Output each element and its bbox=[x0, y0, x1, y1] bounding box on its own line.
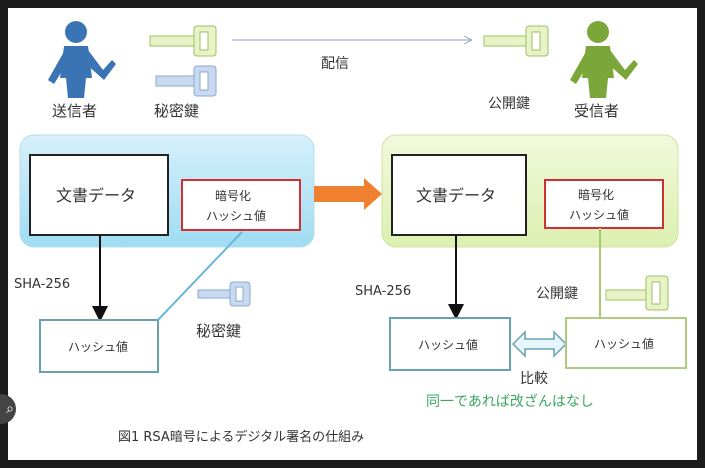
sender-hash-label: ハッシュ値 bbox=[68, 339, 128, 354]
receiver-computed-hash-box bbox=[389, 317, 511, 371]
diagram-canvas: 送信者 秘密鍵 配信 公開鍵 受信者 文書データ 暗号化 ハッシュ値 文書データ bbox=[8, 8, 697, 460]
receiver-decrypted-hash-label: ハッシュ値 bbox=[594, 336, 654, 351]
rsa-signature-diagram: 送信者 秘密鍵 配信 公開鍵 受信者 文書データ 暗号化 ハッシュ値 文書データ bbox=[14, 21, 687, 445]
receiver-public-key-icon bbox=[605, 275, 669, 311]
lens-search-button[interactable]: ⌕ bbox=[0, 394, 16, 424]
sender-private-key-icon bbox=[197, 281, 251, 307]
sender-person-icon bbox=[48, 21, 116, 98]
public-key-icon bbox=[149, 25, 217, 57]
encrypt-arrow bbox=[157, 231, 243, 321]
sender-encrypted-hash-box bbox=[181, 179, 301, 231]
receiver-decrypted-hash-box bbox=[565, 317, 687, 369]
distribution-label: 配信 bbox=[321, 56, 349, 72]
private-key-icon bbox=[155, 65, 217, 97]
received-public-key-icon bbox=[483, 25, 549, 57]
receiver-computed-hash-label: ハッシュ値 bbox=[418, 337, 478, 352]
sender-sha-label: SHA-256 bbox=[14, 277, 70, 292]
receiver-encrypted-line2: ハッシュ値 bbox=[569, 207, 629, 222]
public-key-label: 公開鍵 bbox=[488, 96, 530, 112]
sender-hash-box bbox=[39, 319, 159, 373]
figure-caption: 図1 RSA暗号によるデジタル署名の仕組み bbox=[118, 429, 364, 445]
receiver-document-label: 文書データ bbox=[416, 186, 496, 205]
compare-double-arrow bbox=[511, 330, 568, 358]
receiver-document-box bbox=[391, 154, 527, 236]
receiver-person-icon bbox=[570, 21, 638, 98]
sender-encrypted-line2: ハッシュ値 bbox=[206, 208, 266, 223]
receiver-encrypted-line1: 暗号化 bbox=[578, 187, 614, 202]
sender-private-key-label: 秘密鍵 bbox=[196, 322, 241, 340]
private-key-label: 秘密鍵 bbox=[154, 102, 199, 120]
transfer-arrow bbox=[314, 178, 382, 210]
receiver-label: 受信者 bbox=[574, 102, 619, 120]
result-note: 同一であれば改ざんはなし bbox=[426, 393, 594, 410]
sender-label: 送信者 bbox=[52, 102, 97, 120]
compare-label: 比較 bbox=[520, 371, 548, 387]
receiver-sha-label: SHA-256 bbox=[355, 284, 411, 299]
receiver-public-key-label: 公開鍵 bbox=[536, 286, 578, 302]
sender-encrypted-line1: 暗号化 bbox=[215, 188, 251, 203]
sender-document-label: 文書データ bbox=[56, 186, 136, 205]
sender-document-box bbox=[29, 154, 169, 236]
receiver-encrypted-hash-box bbox=[544, 179, 664, 229]
